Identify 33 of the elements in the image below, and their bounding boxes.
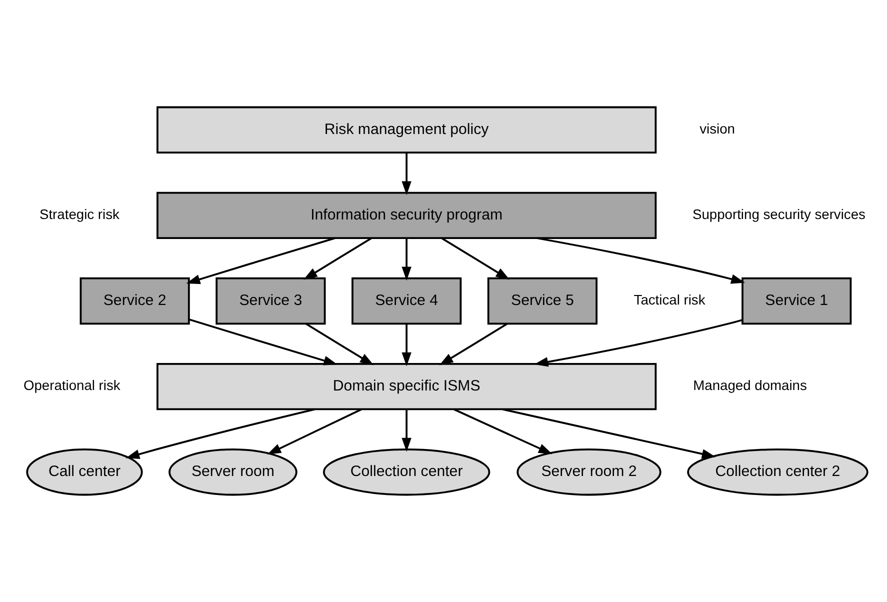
arrow xyxy=(186,237,335,284)
arrow xyxy=(453,408,552,454)
label: Managed domains xyxy=(692,377,806,394)
arrow xyxy=(401,410,411,452)
arrow xyxy=(440,238,510,280)
node-box: Risk management policy xyxy=(156,106,656,154)
node-ellipse: Server room xyxy=(168,448,297,496)
arrow xyxy=(438,323,508,366)
node-box: Service 4 xyxy=(351,277,462,325)
label: Supporting security services xyxy=(692,206,865,222)
node-box: Service 5 xyxy=(486,277,597,325)
arrow xyxy=(188,318,338,366)
label: Tactical risk xyxy=(633,292,705,308)
node-ellipse: Server room 2 xyxy=(516,448,661,496)
label: Operational risk xyxy=(22,377,120,394)
node-box: Service 3 xyxy=(215,277,326,325)
arrow xyxy=(401,238,411,281)
node-box: Information security program xyxy=(156,192,656,240)
arrow xyxy=(266,408,362,454)
label: vision xyxy=(699,120,735,136)
arrow xyxy=(305,323,374,366)
node-box: Service 2 xyxy=(79,277,190,325)
arrow xyxy=(534,319,742,367)
arrow xyxy=(401,324,411,366)
node-box: Service 1 xyxy=(741,277,852,325)
node-box: Domain specific ISMS xyxy=(156,362,656,410)
arrow xyxy=(502,408,716,459)
label: Strategic risk xyxy=(38,206,119,222)
arrow xyxy=(401,152,411,196)
arrow xyxy=(302,238,372,280)
arrow xyxy=(125,408,314,459)
arrow xyxy=(536,237,744,284)
node-ellipse: Collection center xyxy=(322,448,490,496)
